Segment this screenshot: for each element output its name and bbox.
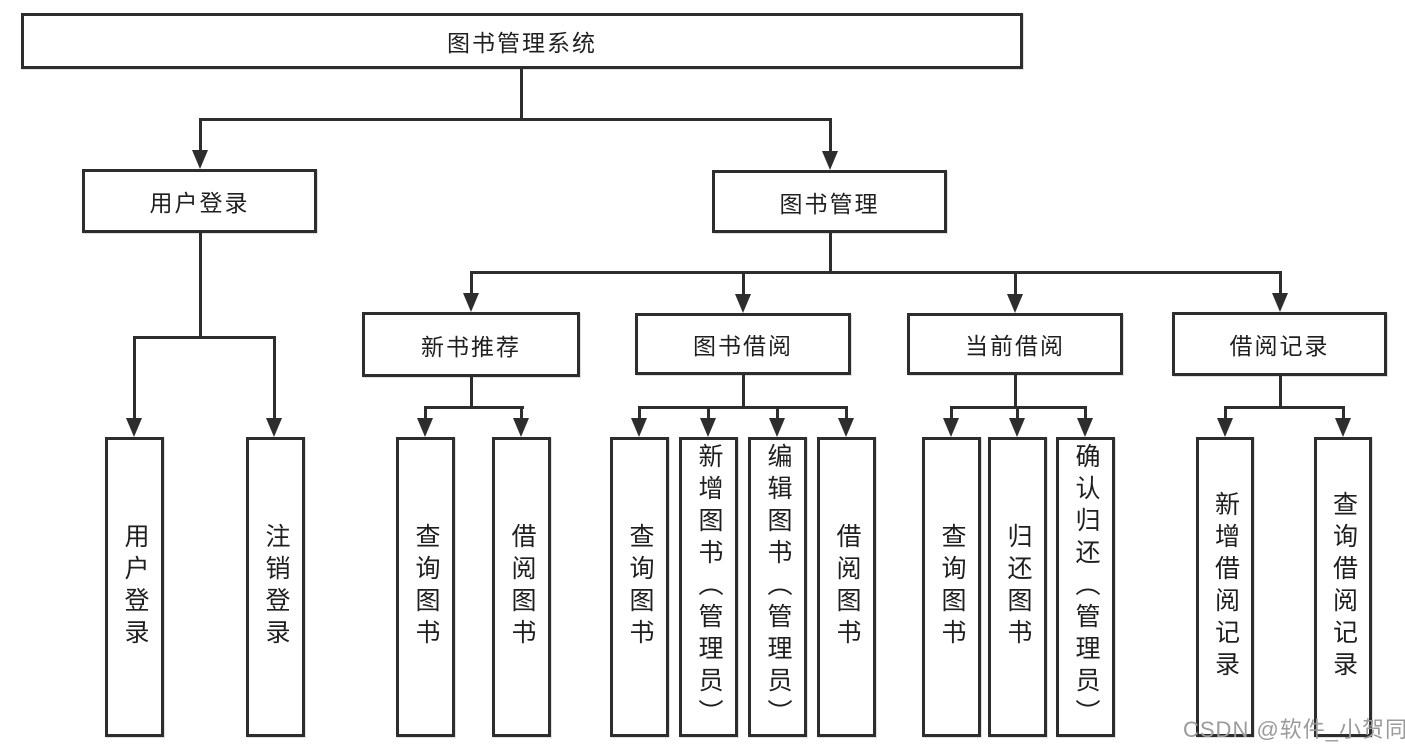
- leaf-borrow-books: 借阅图书: [817, 437, 876, 737]
- leaf-add-borrow-record: 新增借阅记录: [1196, 437, 1254, 737]
- connector-line: [424, 406, 427, 420]
- connector-line: [742, 375, 745, 408]
- leaf-add-borrow-record-label: 新增借阅记录: [1211, 491, 1240, 683]
- leaf-user-login-label: 用户登录: [121, 523, 149, 651]
- connector-line: [829, 233, 832, 274]
- connector-line: [199, 233, 202, 339]
- leaf-confirm-return-admin: 确认归还（管理员）: [1056, 437, 1115, 737]
- arrow-down-icon: [631, 418, 647, 437]
- node-user-login: 用户登录: [82, 169, 317, 233]
- leaf-borrow-books-recommend: 借阅图书: [492, 437, 551, 737]
- leaf-return-books: 归还图书: [988, 437, 1047, 737]
- node-book-borrow-label: 图书借阅: [693, 333, 793, 359]
- leaf-logout-label: 注销登录: [262, 523, 290, 651]
- arrow-down-icon: [1335, 418, 1351, 437]
- connector-line: [638, 406, 848, 409]
- connector-line: [133, 336, 276, 339]
- node-user-login-label: 用户登录: [149, 190, 250, 216]
- arrow-down-icon: [417, 418, 433, 437]
- node-borrow-records-label: 借阅记录: [1229, 333, 1330, 359]
- node-new-book-recommend-label: 新书推荐: [421, 333, 521, 360]
- connector-line: [424, 406, 524, 409]
- connector-line: [1279, 271, 1282, 295]
- node-current-borrow-label: 当前借阅: [965, 333, 1065, 359]
- node-book-borrow: 图书借阅: [635, 313, 851, 375]
- arrow-down-icon: [463, 293, 479, 312]
- arrow-down-icon: [822, 151, 838, 170]
- leaf-user-login: 用户登录: [105, 437, 164, 737]
- node-borrow-records: 借阅记录: [1172, 312, 1387, 376]
- arrow-down-icon: [266, 418, 282, 437]
- leaf-edit-books-admin-label: 编辑图书（管理员）: [764, 443, 792, 731]
- connector-line: [470, 271, 473, 295]
- leaf-edit-books-admin: 编辑图书（管理员）: [748, 437, 807, 737]
- connector-line: [133, 336, 136, 421]
- arrow-down-icon: [1009, 418, 1025, 437]
- leaf-query-borrow-record: 查询借阅记录: [1314, 437, 1372, 737]
- leaf-add-books-admin: 新增图书（管理员）: [679, 437, 738, 737]
- arrow-down-icon: [735, 294, 751, 313]
- arrow-down-icon: [838, 418, 854, 437]
- connector-line: [829, 118, 832, 155]
- leaf-return-books-label: 归还图书: [1004, 523, 1032, 651]
- arrow-down-icon: [700, 418, 716, 437]
- connector-line: [470, 377, 473, 408]
- node-root: 图书管理系统: [21, 13, 1023, 69]
- connector-line: [1014, 271, 1017, 296]
- leaf-query-books-current: 查询图书: [922, 437, 981, 737]
- arrow-down-icon: [126, 418, 142, 437]
- connector-line: [470, 271, 1282, 274]
- connector-line: [845, 406, 848, 420]
- connector-line: [638, 406, 641, 420]
- connector-line: [776, 406, 779, 420]
- connector-line: [1016, 406, 1019, 420]
- arrow-down-icon: [1217, 418, 1233, 437]
- connector-line: [273, 336, 276, 421]
- connector-line: [1084, 406, 1087, 420]
- leaf-confirm-return-admin-label: 确认归还（管理员）: [1072, 443, 1100, 731]
- leaf-query-books-current-label: 查询图书: [938, 523, 966, 651]
- leaf-query-books-recommend-label: 查询图书: [412, 523, 440, 651]
- leaf-add-books-admin-label: 新增图书（管理员）: [695, 443, 723, 731]
- leaf-borrow-books-recommend-label: 借阅图书: [508, 523, 536, 651]
- connector-line: [707, 406, 710, 420]
- connector-line: [1224, 406, 1345, 409]
- arrow-down-icon: [513, 418, 529, 437]
- connector-line: [1342, 406, 1345, 420]
- connector-line: [1014, 375, 1017, 408]
- leaf-query-books-borrow: 查询图书: [610, 437, 669, 737]
- arrow-down-icon: [1272, 293, 1288, 312]
- connector-line: [199, 118, 202, 154]
- node-root-label: 图书管理系统: [447, 30, 597, 56]
- connector-line: [1279, 376, 1282, 408]
- node-book-management-label: 图书管理: [779, 190, 880, 217]
- arrow-down-icon: [943, 418, 959, 437]
- node-current-borrow: 当前借阅: [907, 313, 1123, 375]
- leaf-query-borrow-record-label: 查询借阅记录: [1329, 491, 1358, 683]
- leaf-borrow-books-label: 借阅图书: [833, 523, 861, 651]
- connector-line: [520, 406, 523, 420]
- leaf-query-books-borrow-label: 查询图书: [626, 523, 654, 651]
- connector-line: [199, 118, 832, 121]
- node-book-management: 图书管理: [712, 170, 947, 233]
- leaf-query-books-recommend: 查询图书: [396, 437, 455, 737]
- connector-line: [950, 406, 953, 420]
- arrow-down-icon: [769, 418, 785, 437]
- arrow-down-icon: [192, 150, 208, 169]
- arrow-down-icon: [1077, 418, 1093, 437]
- node-new-book-recommend: 新书推荐: [362, 312, 580, 377]
- arrow-down-icon: [1007, 294, 1023, 313]
- csdn-watermark: CSDN @软件_小贺同学: [1183, 717, 1405, 742]
- connector-line: [742, 271, 745, 296]
- connector-line: [520, 69, 523, 120]
- connector-line: [1224, 406, 1227, 420]
- leaf-logout: 注销登录: [246, 437, 305, 737]
